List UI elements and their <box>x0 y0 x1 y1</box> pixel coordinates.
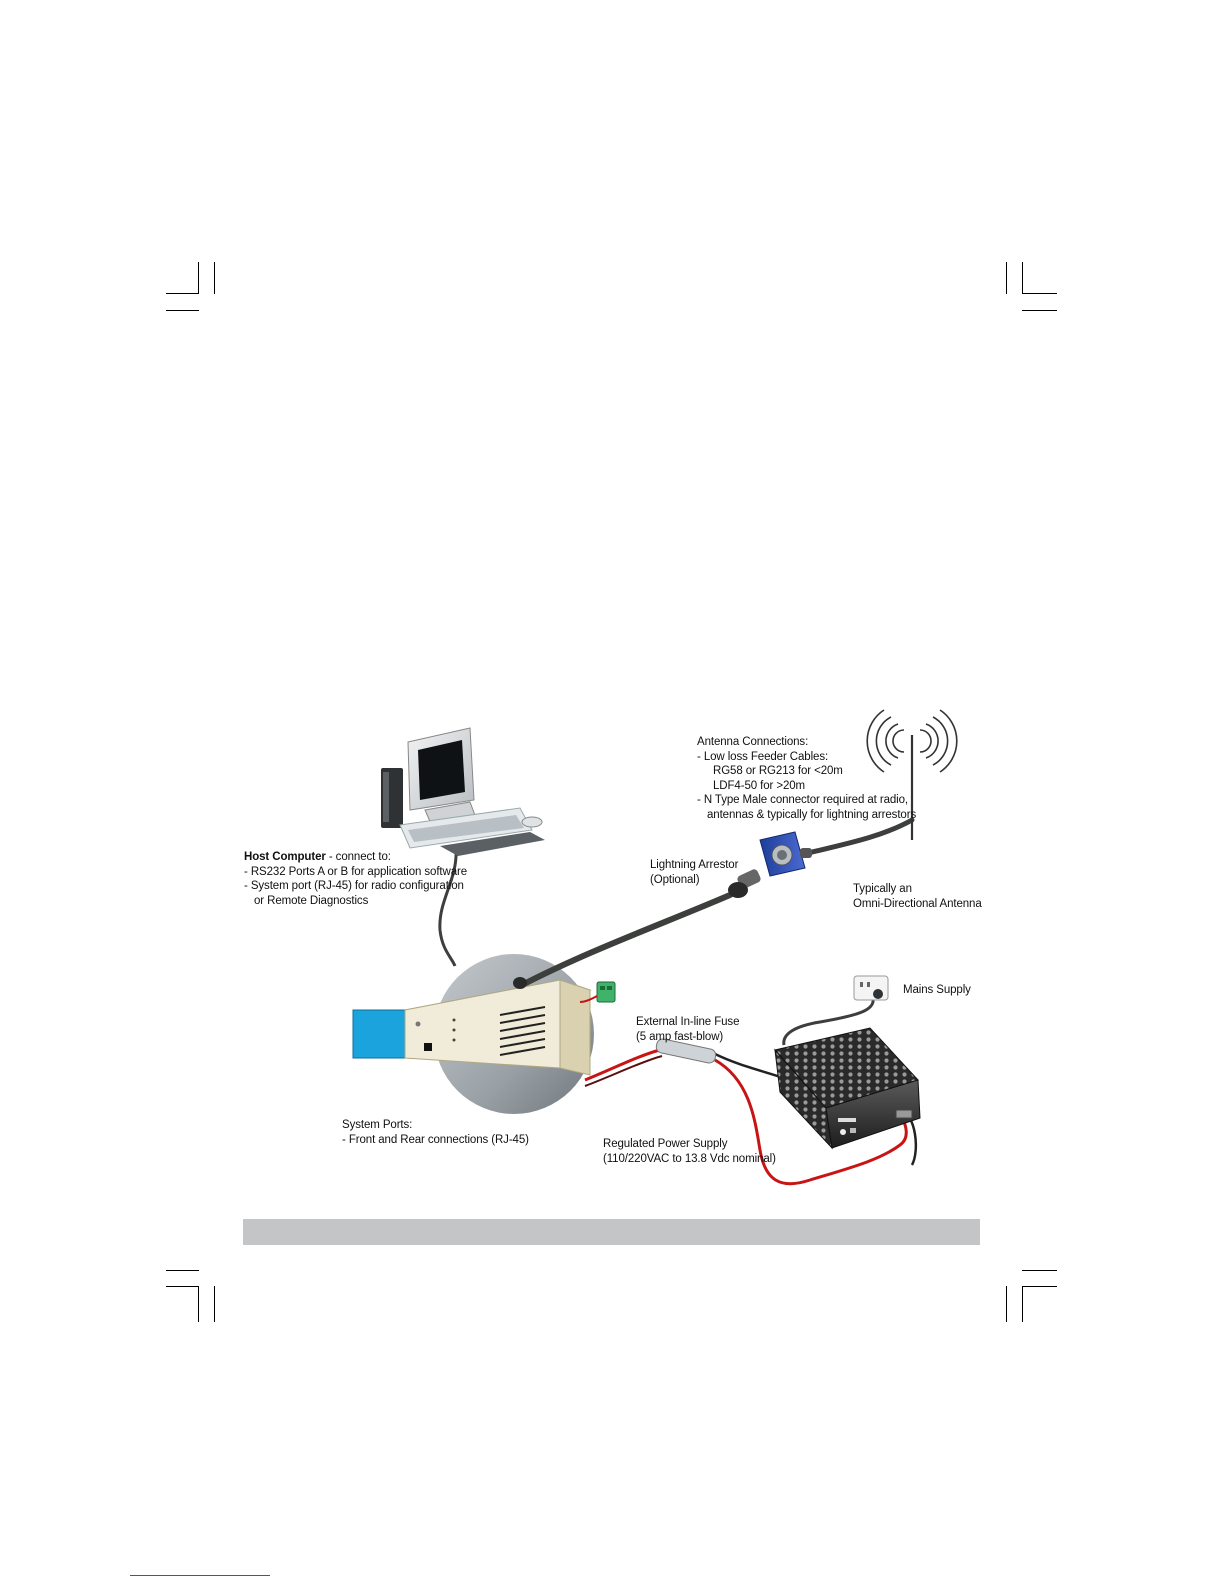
mains-supply-label: Mains Supply <box>903 984 971 996</box>
power-supply-icon <box>774 1027 921 1150</box>
terminal-block-icon <box>579 981 616 1003</box>
feeder-cable-antenna <box>797 817 915 858</box>
footer-rule <box>130 1575 270 1576</box>
host-serial-cable <box>438 847 458 967</box>
host-computer-title: Host Computer <box>244 851 326 863</box>
fuse-icon <box>655 1038 717 1064</box>
system-ports-label: System Ports: - Front and Rear connectio… <box>342 1119 529 1146</box>
mains-cable <box>782 997 875 1046</box>
host-computer-label: Host Computer - connect to: - RS232 Port… <box>244 851 468 907</box>
computer-icon <box>381 727 545 856</box>
wall-socket-icon <box>853 975 889 1001</box>
radio-unit-icon <box>352 977 592 1076</box>
power-supply-label: Regulated Power Supply (110/220VAC to 13… <box>603 1138 776 1165</box>
lightning-arrestor-label: Lightning Arrestor (Optional) <box>650 859 739 886</box>
antenna-icon <box>866 709 958 840</box>
antenna-label: Typically an Omni-Directional Antenna <box>853 883 982 910</box>
lightning-arrestor-icon <box>728 831 812 898</box>
figure-caption-bar <box>243 1219 980 1245</box>
power-cable-positive <box>714 1058 908 1186</box>
feeder-cable-radio <box>519 892 733 988</box>
fuse-label: External In-line Fuse (5 amp fast-blow) <box>636 1016 740 1043</box>
antenna-connections-label: Antenna Connections: - Low loss Feeder C… <box>697 736 917 821</box>
